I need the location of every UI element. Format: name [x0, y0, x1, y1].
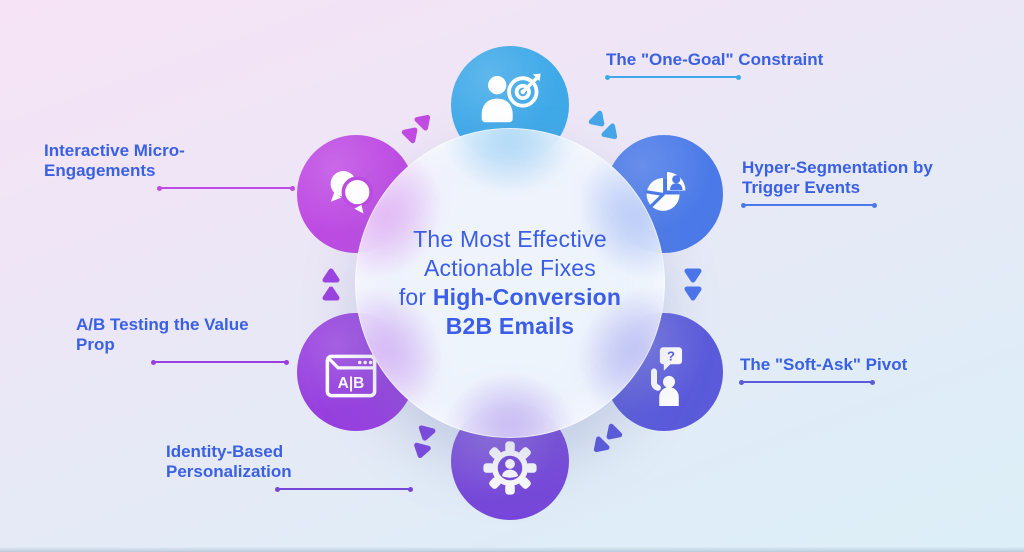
- label-underline: [739, 379, 875, 385]
- person-target-icon: [481, 73, 541, 123]
- label-identity-personalization: Identity-Based Personalization: [166, 442, 413, 492]
- ab-glyph: A|B: [338, 375, 365, 392]
- label-text: The "One-Goal" Constraint: [606, 50, 824, 69]
- label-one-goal-constraint: The "One-Goal" Constraint: [605, 50, 846, 80]
- label-underline: [605, 74, 741, 80]
- chevron-decoration-bottom-right: [593, 423, 623, 453]
- gear-user-icon: [483, 441, 537, 495]
- center-glass-circle: The Most Effective Actionable Fixes for …: [355, 128, 665, 438]
- label-underline: [275, 486, 413, 492]
- bottom-edge-strip: [0, 547, 1024, 552]
- pie-chart-user-icon: [645, 171, 686, 211]
- chevron-decoration-bottom-left: [414, 425, 436, 458]
- label-hyper-segmentation: Hyper-Segmentation by Trigger Events: [741, 158, 947, 208]
- title-line-4: B2B Emails: [445, 313, 575, 339]
- chevron-decoration-right: [684, 268, 702, 301]
- label-ab-testing: A/B Testing the Value Prop: [76, 315, 289, 365]
- label-soft-ask-pivot: The "Soft-Ask" Pivot: [739, 355, 945, 385]
- title-line-2: Actionable Fixes: [424, 255, 596, 281]
- raised-hand-question-icon: ?: [651, 347, 683, 406]
- title-line-3: for High-Conversion: [398, 284, 622, 310]
- label-text: Identity-Based Personalization: [166, 442, 292, 481]
- page-title: The Most Effective Actionable Fixes for …: [399, 225, 621, 341]
- chat-bubbles-icon: [330, 170, 373, 214]
- ab-window-icon: A|B: [325, 354, 377, 398]
- label-text: A/B Testing the Value Prop: [76, 315, 249, 354]
- label-underline: [741, 202, 877, 208]
- label-underline: [151, 359, 289, 365]
- label-text: The "Soft-Ask" Pivot: [740, 355, 908, 374]
- question-mark-glyph: ?: [667, 348, 675, 363]
- title-line-1: The Most Effective: [413, 226, 607, 252]
- label-underline: [157, 185, 295, 191]
- chevron-decoration-left: [322, 268, 340, 301]
- label-text: Hyper-Segmentation by Trigger Events: [742, 158, 933, 197]
- chevron-decoration-top-left: [401, 114, 431, 144]
- label-micro-engagements: Interactive Micro-Engagements: [44, 141, 295, 191]
- label-text: Interactive Micro-Engagements: [44, 141, 185, 180]
- chevron-decoration-top-right: [588, 110, 618, 140]
